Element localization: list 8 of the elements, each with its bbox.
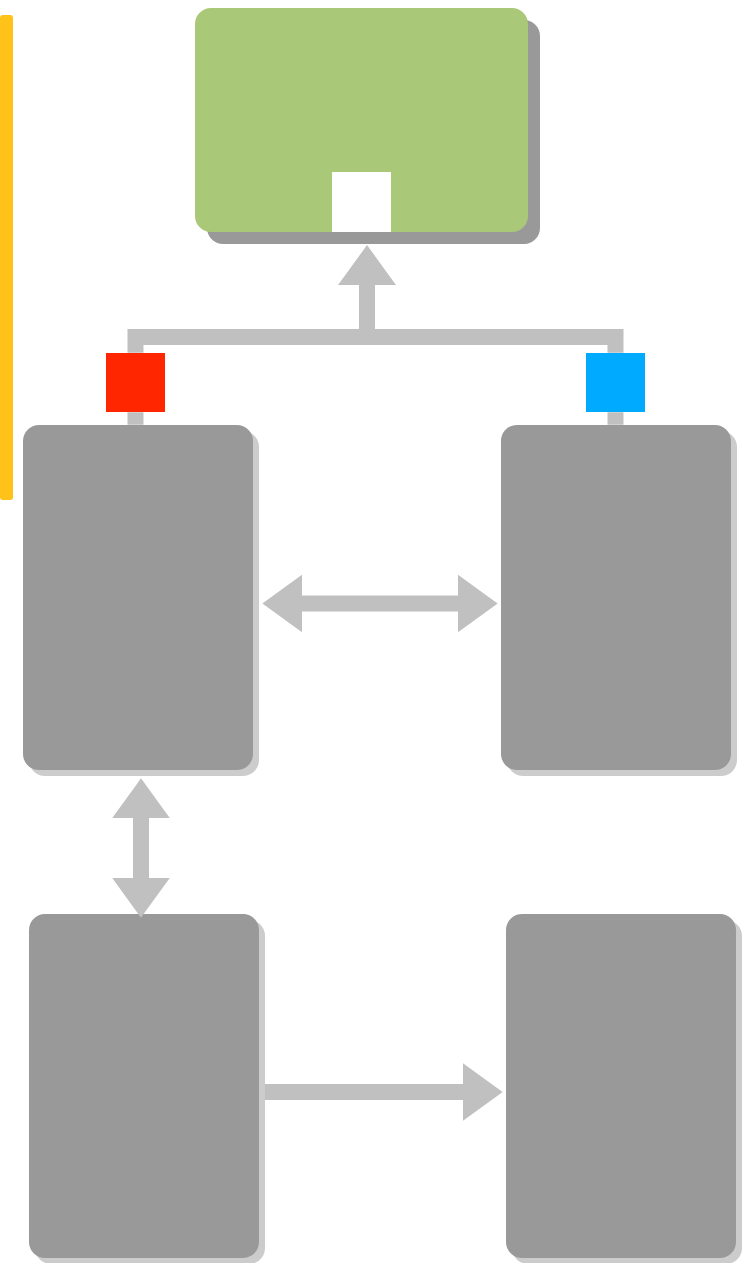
- square-box: [106, 353, 165, 412]
- square-box: [332, 172, 391, 232]
- process-box: [29, 914, 265, 1263]
- square-box: [586, 353, 645, 412]
- process-box: [506, 914, 742, 1263]
- process-box: [501, 425, 737, 776]
- panel-box: [195, 8, 540, 244]
- process-box: [23, 425, 259, 776]
